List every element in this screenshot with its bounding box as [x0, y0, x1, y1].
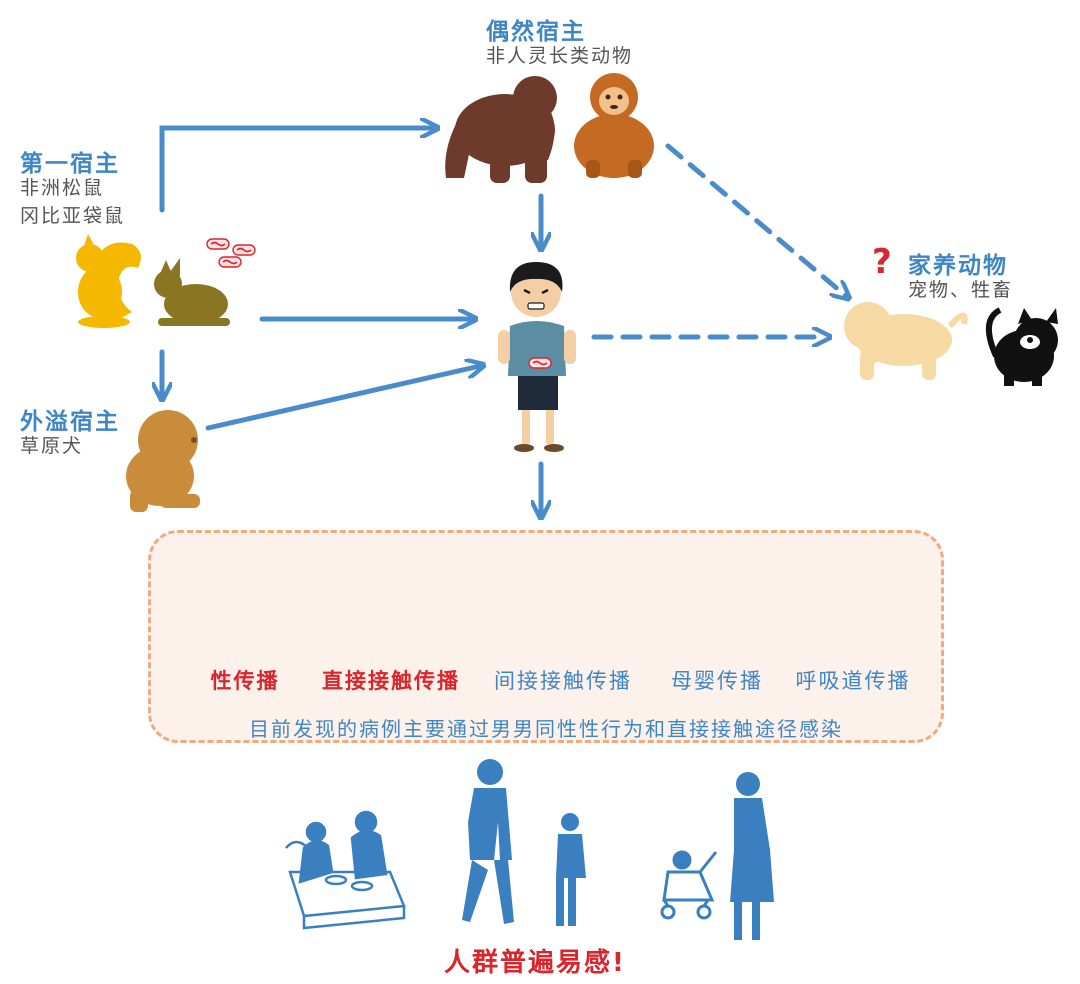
stroller-icon — [660, 850, 718, 920]
domestic-animals-subtitle: 宠物、牲畜 — [908, 279, 1014, 301]
virus-icon — [528, 357, 552, 369]
child-icon — [556, 813, 586, 926]
squirrel-icon — [76, 234, 141, 328]
mode-sexual: 性传播 — [210, 669, 280, 693]
transmission-panel: 性传播 直接接触传播 间接接触传播 母婴传播 呼吸道传播 目前发现的病例主要通过… — [148, 530, 944, 743]
mode-indirect-contact: 间接接触传播 — [494, 669, 632, 693]
rabbit-icon — [154, 258, 230, 326]
question-mark: ? — [872, 242, 894, 282]
primary-host-title: 第一宿主 — [20, 151, 120, 177]
arrow-incidental-to-domestic — [665, 143, 846, 296]
transmission-note: 目前发现的病例主要通过男男同性性行为和直接接触途径感染 — [249, 717, 843, 741]
mode-mother-infant: 母婴传播 — [671, 669, 763, 693]
prairie-dog-icon — [126, 410, 200, 512]
walking-man-icon — [462, 759, 514, 924]
virus-icon — [218, 256, 242, 268]
dog-icon — [844, 302, 968, 380]
dining-people-icon — [285, 810, 406, 930]
domestic-animals-title: 家养动物 — [908, 253, 1008, 279]
arrows — [162, 128, 846, 514]
arrow-primary-to-incidental — [159, 128, 434, 213]
mode-respiratory: 呼吸道传播 — [795, 669, 911, 693]
incidental-host-title: 偶然宿主 — [486, 19, 586, 45]
monkey-icon — [574, 73, 654, 178]
woman-icon — [730, 772, 774, 940]
spillover-host-subtitle: 草原犬 — [20, 435, 84, 457]
mode-direct-contact: 直接接触传播 — [322, 669, 460, 693]
conclusion: 人群普遍易感! — [444, 948, 626, 978]
primary-host-species-1: 非洲松鼠 — [20, 177, 105, 199]
virus-icon — [206, 238, 230, 250]
incidental-host-subtitle: 非人灵长类动物 — [486, 45, 634, 67]
arrow-spillover-to-human — [205, 366, 480, 431]
ape-icon — [445, 76, 557, 183]
primary-host-species-2: 冈比亚袋鼠 — [20, 205, 126, 227]
infected-boy-icon — [498, 262, 576, 452]
spillover-host-title: 外溢宿主 — [20, 409, 120, 435]
cat-icon — [986, 307, 1058, 386]
virus-icon — [232, 244, 256, 256]
